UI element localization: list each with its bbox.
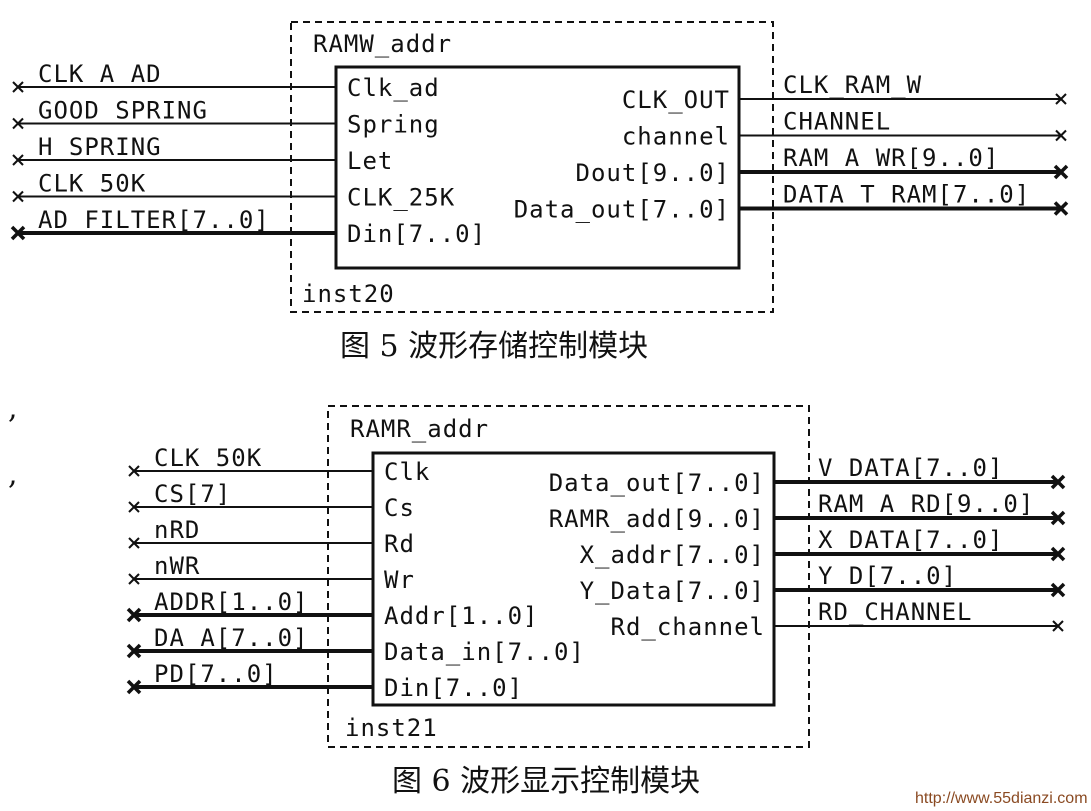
wire-terminal-x-icon[interactable] — [1052, 620, 1064, 632]
input-net-label: PD[7..0] — [154, 660, 278, 688]
output-port-label: channel — [622, 123, 730, 151]
wire-terminal-x-icon[interactable] — [1050, 582, 1066, 598]
module-block-RAMW_addr[interactable] — [334, 65, 741, 270]
output-port-label: Dout[9..0] — [576, 159, 731, 187]
output-net-label: V_DATA[7..0] — [818, 454, 1003, 482]
input-net-label: H_SPRING — [38, 133, 162, 161]
wire-terminal-x-icon[interactable] — [10, 225, 26, 241]
wire-terminal-x-icon[interactable] — [126, 679, 142, 695]
wire-terminal-x-icon[interactable] — [12, 81, 24, 93]
input-port-label: Spring — [347, 111, 440, 139]
wire-terminal-x-icon[interactable] — [12, 154, 24, 166]
wire-terminal-x-icon[interactable] — [1050, 510, 1066, 526]
figure-caption: 图 6 波形显示控制模块 — [392, 764, 700, 799]
output-net-label: CHANNEL — [783, 108, 891, 136]
input-net-label: nWR — [154, 552, 200, 580]
wire-terminal-x-icon[interactable] — [128, 465, 140, 477]
output-port-label: Data_out[7..0] — [514, 196, 730, 224]
output-port-label: CLK_OUT — [622, 86, 730, 114]
input-port-label: Rd — [384, 530, 415, 558]
output-port-label: Y_Data[7..0] — [580, 577, 765, 605]
input-net-label: GOOD_SPRING — [38, 97, 208, 125]
wire-terminal-x-icon[interactable] — [1053, 164, 1069, 180]
output-port-label: RAMR_add[9..0] — [549, 505, 765, 533]
wire-terminal-x-icon[interactable] — [1053, 201, 1069, 216]
wire-terminal-x-icon[interactable] — [128, 573, 140, 585]
input-port-label: Clk — [384, 458, 430, 486]
output-port-label: Data_out[7..0] — [549, 469, 765, 497]
output-net-label: Y_D[7..0] — [818, 562, 957, 590]
input-port-label: Din[7..0] — [347, 220, 486, 248]
wire-terminal-x-icon[interactable] — [128, 537, 140, 549]
wire-terminal-x-icon[interactable] — [1050, 474, 1066, 490]
wire-terminal-x-icon[interactable] — [126, 607, 142, 623]
input-net-label: CS[7] — [154, 480, 231, 508]
wire-terminal-x-icon[interactable] — [128, 501, 140, 513]
wire-terminal-x-icon[interactable] — [1055, 129, 1067, 142]
input-port-label: Clk_ad — [347, 74, 440, 102]
input-net-label: nRD — [154, 516, 200, 544]
figure-caption: 图 5 波形存储控制模块 — [340, 329, 648, 364]
wire-terminal-x-icon[interactable] — [12, 117, 24, 130]
output-net-label: CLK_RAM_W — [783, 71, 922, 99]
output-net-label: X_DATA[7..0] — [818, 526, 1003, 554]
output-net-label: RD_CHANNEL — [818, 598, 973, 626]
output-net-label: RAM_A_WR[9..0] — [783, 144, 999, 172]
input-net-label: CLK_50K — [38, 170, 146, 198]
input-port-label: Wr — [384, 566, 415, 594]
output-net-label: RAM_A_RD[9..0] — [818, 490, 1034, 518]
input-net-label: DA_A[7..0] — [154, 624, 309, 652]
instance-label: inst21 — [345, 714, 438, 742]
input-net-label: CLK_50K — [154, 444, 262, 472]
input-port-label: Data_in[7..0] — [384, 638, 585, 666]
output-port-label: X_addr[7..0] — [580, 541, 765, 569]
watermark: http://www.55dianzi.com — [915, 790, 1088, 807]
input-port-label: Let — [347, 147, 393, 175]
wire-terminal-x-icon[interactable] — [12, 190, 24, 203]
input-net-label: ADDR[1..0] — [154, 588, 309, 616]
wire-terminal-x-icon[interactable] — [126, 643, 142, 659]
figure-5: RAMW_addr inst20 CLK_A_AD Clk_adGOOD_SPRI… — [10, 21, 1069, 364]
stray-comma-mark: , — [8, 457, 18, 492]
wire-terminal-x-icon[interactable] — [1055, 93, 1067, 105]
input-port-label: CLK_25K — [347, 184, 455, 212]
input-port-label: Cs — [384, 494, 415, 522]
stray-comma-mark: , — [8, 391, 18, 426]
module-name-label: RAMW_addr — [313, 30, 452, 58]
input-port-label: Addr[1..0] — [384, 602, 539, 630]
module-name-label: RAMR_addr — [350, 415, 489, 443]
input-net-label: CLK_A_AD — [38, 60, 162, 88]
wire-terminal-x-icon[interactable] — [1050, 546, 1066, 562]
input-port-label: Din[7..0] — [384, 674, 523, 702]
instance-label: inst20 — [302, 280, 395, 308]
instance-boundary-inst21 — [327, 405, 810, 748]
output-net-label: DATA_T_RAM[7..0] — [783, 181, 1030, 209]
output-port-label: Rd_channel — [611, 613, 766, 641]
input-net-label: AD_FILTER[7..0] — [38, 206, 270, 234]
instance-boundary-inst20 — [290, 21, 774, 313]
